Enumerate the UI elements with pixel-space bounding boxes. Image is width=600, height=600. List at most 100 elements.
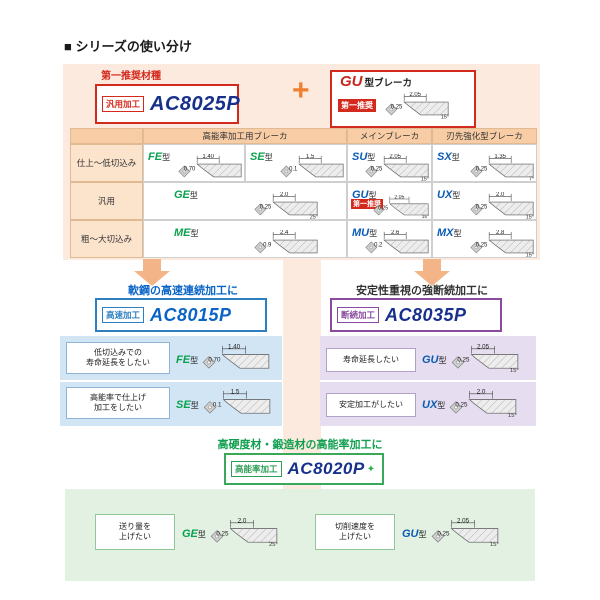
left-item-1-text: 低切込みでの 寿命延長をしたい <box>66 342 170 374</box>
first-recommend-grade-label: 第一推奨材種 <box>101 71 161 82</box>
down-arrow-left-icon <box>134 271 170 286</box>
breaker-type-suffix: 型 <box>190 355 199 365</box>
svg-text:0.25: 0.25 <box>378 205 388 211</box>
svg-text:2.05: 2.05 <box>409 92 421 98</box>
breaker-type-suffix: 型 <box>189 191 198 200</box>
breaker-code: GU <box>352 189 369 201</box>
breaker-code: UX <box>437 189 453 201</box>
breaker-code: SU <box>352 151 368 163</box>
svg-text:15°: 15° <box>526 252 534 257</box>
breaker-name: SU型 <box>352 147 375 165</box>
svg-text:0.1: 0.1 <box>289 166 298 172</box>
breaker-name: SE型 <box>250 147 273 165</box>
svg-text:1.40: 1.40 <box>228 344 241 350</box>
grade-usage-tag-highspeed: 高速加工 <box>102 307 145 323</box>
svg-text:15°: 15° <box>510 368 519 373</box>
right-item-1-text: 寿命延長したい <box>326 348 416 372</box>
svg-text:0.1: 0.1 <box>213 401 222 408</box>
left-item-2-text: 高能率で仕上げ 加工をしたい <box>66 387 170 419</box>
svg-text:2.8: 2.8 <box>496 230 505 236</box>
breaker-name: ME型 <box>174 223 199 241</box>
grade-box-ac8015p: 高速加工 AC8015P <box>95 298 267 332</box>
breaker-name: MU型 <box>352 223 377 241</box>
table-cell-me: ME型 2.4 0.9 <box>143 220 347 258</box>
svg-text:2.05: 2.05 <box>394 195 404 201</box>
right-panel-divider <box>320 380 536 382</box>
grade-name-ac8015p: AC8015P <box>150 304 232 325</box>
grade-name-ac8035p: AC8035P <box>385 304 467 325</box>
first-recommend-badge: 第一推奨 <box>338 99 376 113</box>
breaker-name: FE型 <box>148 147 170 165</box>
svg-text:15°: 15° <box>490 542 499 547</box>
left-section-heading: 軟鋼の高速連続加工に <box>128 285 238 297</box>
row-label-finishing: 仕上〜低切込み <box>70 144 143 182</box>
breaker-code: FE <box>148 151 163 163</box>
svg-text:0.25: 0.25 <box>476 204 488 210</box>
breaker-code: SX <box>437 151 452 163</box>
svg-text:7°: 7° <box>529 176 534 181</box>
breaker-name: SX型 <box>437 147 460 165</box>
down-arrow-left-shaft <box>143 259 161 272</box>
breaker-type-suffix: 型 <box>367 153 376 162</box>
right-item-2-text: 安定加工がしたい <box>326 393 416 417</box>
breaker-type-suffix: 型 <box>197 529 206 539</box>
down-arrow-right-icon <box>414 271 450 286</box>
gu-breaker-suffix: 型ブレーカ <box>364 78 413 89</box>
svg-text:2.4: 2.4 <box>280 230 289 236</box>
breaker-code: GE <box>174 189 190 201</box>
breaker-type-suffix: 型 <box>453 229 462 238</box>
svg-text:0.25: 0.25 <box>371 166 383 172</box>
breaker-code: SE <box>176 398 191 411</box>
svg-text:15°: 15° <box>441 115 449 120</box>
breaker-type-suffix: 型 <box>451 153 460 162</box>
breaker-type-suffix: 型 <box>369 229 378 238</box>
row-label-general: 汎用 <box>70 182 143 220</box>
breaker-code: ME <box>174 227 191 239</box>
svg-text:2.05: 2.05 <box>389 154 401 160</box>
breaker-type-suffix: 型 <box>452 191 461 200</box>
breaker-code: GU <box>402 527 419 540</box>
left-panel-divider <box>60 380 282 382</box>
breaker-name: UX型 <box>422 395 445 413</box>
grade-usage-tag-general: 汎用加工 <box>102 96 145 112</box>
table-header-empty <box>70 128 143 144</box>
svg-text:0.9: 0.9 <box>263 242 272 248</box>
breaker-type-suffix: 型 <box>418 529 427 539</box>
svg-text:0.25: 0.25 <box>260 204 272 210</box>
breaker-name: GU型 <box>402 524 427 542</box>
svg-text:15°: 15° <box>526 214 534 219</box>
breaker-name: UX型 <box>437 185 460 203</box>
table-header-efficiency: 高能率加工用ブレーカ <box>143 128 347 144</box>
svg-text:15°: 15° <box>508 413 517 418</box>
row-label-roughing: 粗〜大切込み <box>70 220 143 258</box>
right-section-heading: 安定性重視の強断続加工に <box>356 285 488 297</box>
svg-text:25°: 25° <box>310 214 318 219</box>
breaker-code: UX <box>422 398 438 411</box>
breaker-code: MX <box>437 227 454 239</box>
grade-name-ac8020p: AC8020P <box>287 459 365 478</box>
bottom-item-1-text: 送り量を 上げたい <box>95 514 175 550</box>
plus-sign: + <box>292 74 310 107</box>
svg-text:2.05: 2.05 <box>476 344 489 350</box>
